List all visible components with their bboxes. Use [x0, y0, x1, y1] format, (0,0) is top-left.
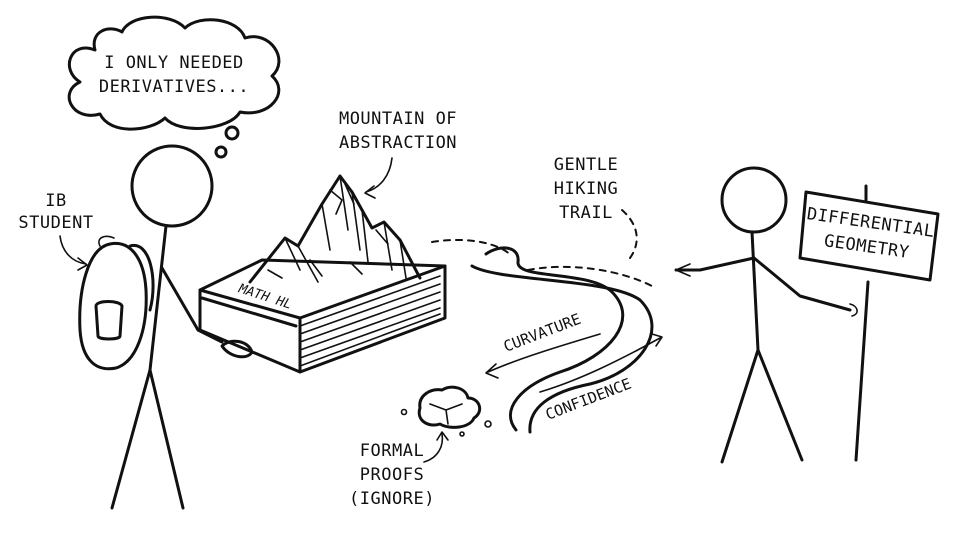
pointing-figure	[674, 166, 858, 464]
mountain-label-line-2: ABSTRACTION	[339, 133, 457, 153]
ib-student-figure	[78, 144, 224, 510]
differential-geometry-sign: DIFFERENTIAL GEOMETRY	[798, 184, 940, 462]
thought-line-2: DERIVATIVES...	[99, 77, 249, 97]
formal-proofs-rocks	[400, 385, 492, 437]
thought-bubble: I ONLY NEEDED DERIVATIVES...	[67, 15, 281, 159]
trail-label-line-2: HIKING	[554, 179, 618, 199]
thought-line-1: I ONLY NEEDED	[104, 53, 244, 73]
confidence-label: CONFIDENCE	[543, 375, 634, 424]
ib-student-label-line-2: STUDENT	[18, 213, 93, 233]
trail-label-line-3: TRAIL	[559, 203, 613, 223]
proofs-label-line-1: FORMAL	[360, 441, 424, 461]
ib-student-label-line-1: IB	[45, 191, 66, 211]
hiking-trail	[431, 239, 654, 434]
trail-label: GENTLE HIKING TRAIL	[554, 155, 638, 259]
curvature-arrow: CURVATURE	[485, 310, 601, 379]
trail-label-line-1: GENTLE	[554, 155, 618, 175]
ib-student-label: IB STUDENT	[18, 191, 93, 271]
math-hl-book: MATH HL	[198, 258, 447, 374]
formal-proofs-label: FORMAL PROOFS (IGNORE)	[349, 431, 449, 509]
curvature-label: CURVATURE	[501, 310, 583, 356]
proofs-label-line-3: (IGNORE)	[349, 489, 435, 509]
mountain-label-line-1: MOUNTAIN OF	[339, 109, 457, 129]
mountain-of-abstraction	[248, 174, 422, 284]
proofs-label-line-2: PROOFS	[360, 465, 424, 485]
mountain-label: MOUNTAIN OF ABSTRACTION	[339, 109, 457, 199]
